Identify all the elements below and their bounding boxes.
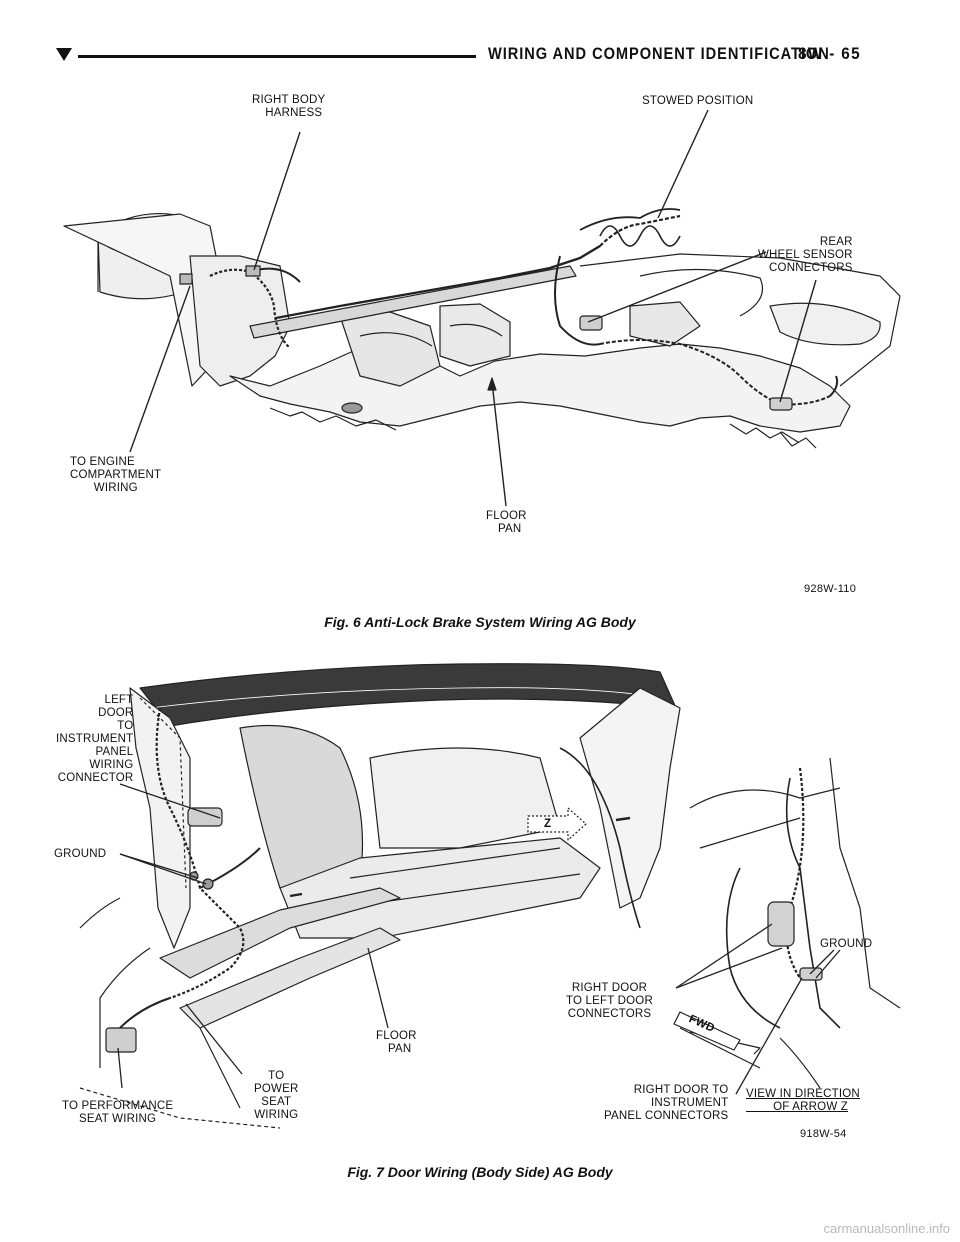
label-view-in-direction-of-arrow-z: VIEW IN DIRECTION OF ARROW Z (746, 1088, 860, 1113)
triangle-marker-icon (56, 48, 72, 61)
label-floor-pan: FLOOR PAN (486, 510, 527, 535)
label-right-body-harness: RIGHT BODY HARNESS (252, 94, 326, 119)
figure-7-illustration (79, 663, 901, 1129)
label-right-door-to-instrument-panel-connectors: RIGHT DOOR TO INSTRUMENT PANEL CONNECTOR… (604, 1084, 729, 1122)
label-stowed-position: STOWED POSITION (642, 95, 754, 107)
label-rear-wheel-sensor-connectors: REAR WHEEL SENSOR CONNECTORS (758, 236, 853, 274)
label-left-door-to-instrument-panel-connector: LEFT DOOR TO INSTRUMENT PANEL WIRING CON… (56, 694, 134, 784)
page-header: WIRING AND COMPONENT IDENTIFICATION 8W -… (56, 38, 880, 68)
figure-6-caption: Fig. 6 Anti-Lock Brake System Wiring AG … (324, 614, 636, 630)
label-right-door-to-left-door-connectors: RIGHT DOOR TO LEFT DOOR CONNECTORS (566, 982, 653, 1020)
label-floor-pan: FLOOR PAN (376, 1030, 417, 1055)
label-to-performance-seat-wiring: TO PERFORMANCE SEAT WIRING (62, 1100, 174, 1125)
arrow-z-label: Z (544, 818, 552, 830)
figure-6-code: 928W-110 (804, 583, 857, 595)
header-rule (78, 55, 476, 58)
label-to-power-seat-wiring: TO POWER SEAT WIRING (254, 1070, 299, 1121)
figure-7-door-wiring: LEFT DOOR TO INSTRUMENT PANEL WIRING CON… (40, 648, 920, 1148)
page-number: 8W - 65 (798, 44, 862, 63)
label-ground-left: GROUND (54, 848, 107, 860)
section-title: WIRING AND COMPONENT IDENTIFICATION (488, 44, 830, 63)
label-to-engine-compartment-wiring: TO ENGINE COMPARTMENT WIRING (70, 456, 162, 494)
figure-6-illustration (63, 109, 901, 507)
figure-6-abs-wiring: RIGHT BODY HARNESS STOWED POSITION REAR … (40, 86, 920, 626)
figure-7-code: 918W-54 (800, 1128, 847, 1140)
label-ground-right: GROUND (820, 938, 873, 950)
watermark: carmanualsonline.info (823, 1221, 950, 1236)
figure-7-caption: Fig. 7 Door Wiring (Body Side) AG Body (347, 1164, 613, 1180)
